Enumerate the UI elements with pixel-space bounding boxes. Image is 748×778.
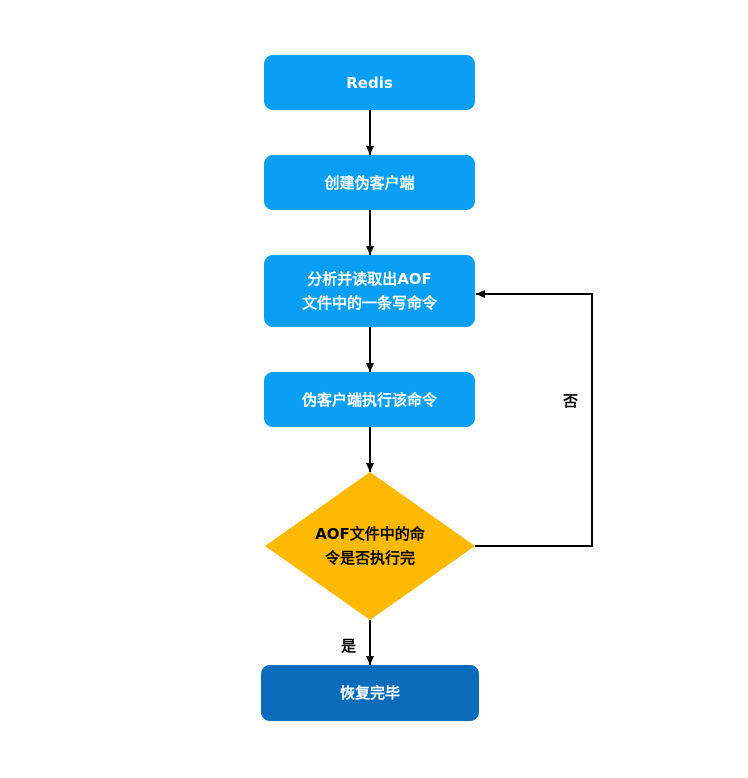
loop-back-arrow-no	[475, 290, 593, 547]
edge-label-yes: 是	[341, 637, 357, 655]
node-recovery-complete: 恢复完毕	[261, 665, 479, 721]
edge-label-no: 否	[563, 392, 579, 410]
decision-label: AOF文件中的命 令是否执行完	[315, 525, 425, 567]
decision-diamond	[265, 472, 475, 620]
node-read-aof-command: 分析并读取出AOF 文件中的一条写命令	[264, 255, 475, 327]
node-create-pseudo-client: 创建伪客户端	[264, 155, 475, 210]
node-execute-command: 伪客户端执行该命令	[264, 372, 475, 427]
node-redis: Redis	[264, 55, 475, 110]
